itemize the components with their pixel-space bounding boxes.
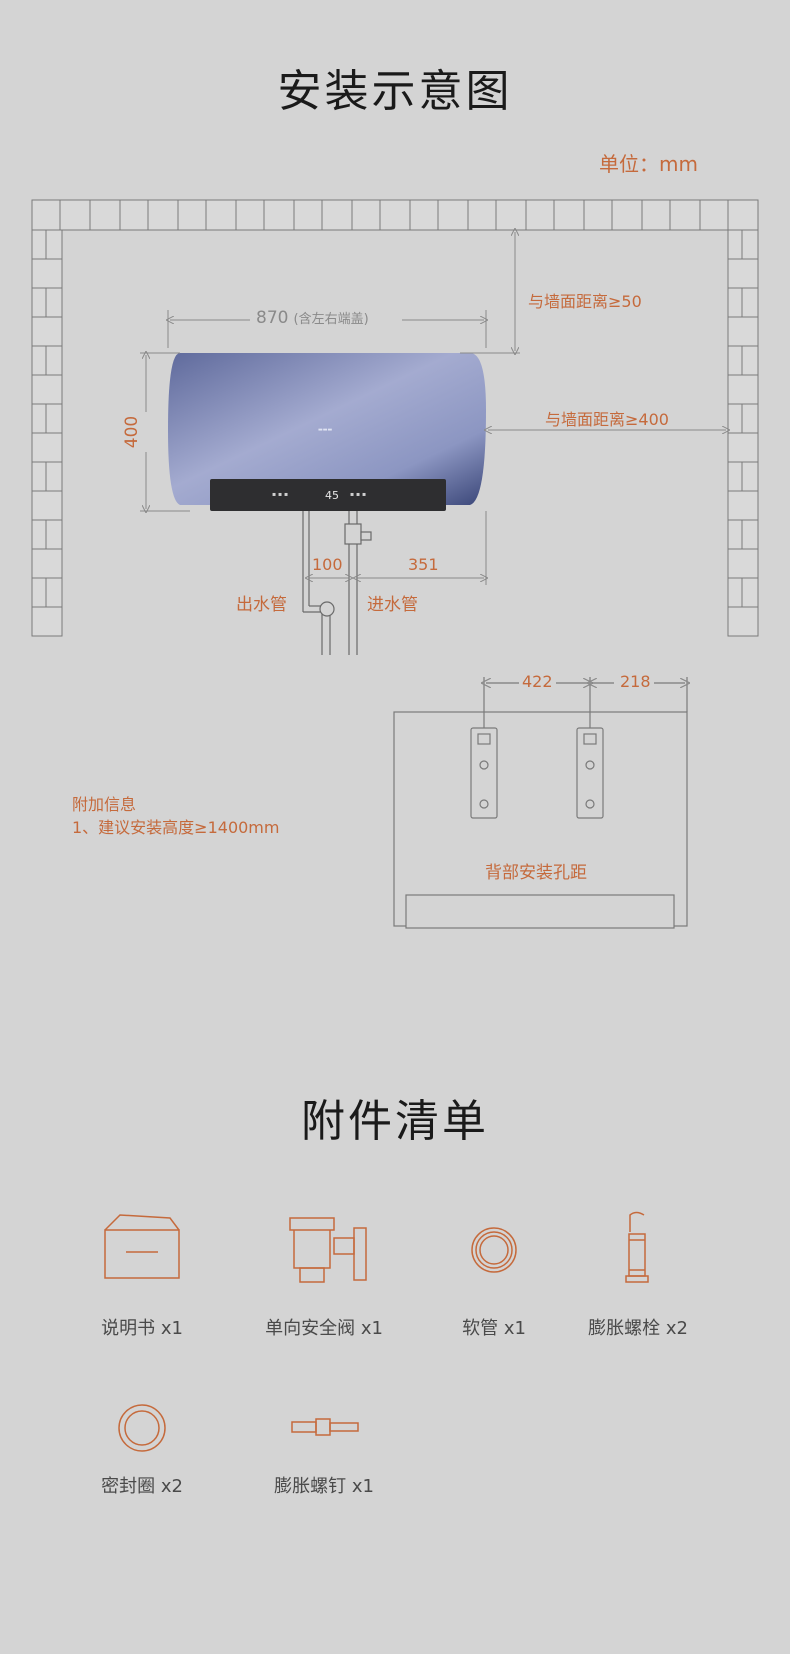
- expansion-bolt-icon: [625, 1211, 649, 1283]
- accessory-item-safety-valve: 单向安全阀 x1: [234, 1314, 414, 1340]
- pipes: [302, 511, 372, 655]
- hose-icon: [471, 1227, 517, 1273]
- dim-pipe-right-label: 351: [408, 555, 439, 574]
- accessory-item-expansion-bolt: 膨胀螺栓 x2: [548, 1314, 728, 1340]
- dim-width-value: 870: [256, 308, 289, 328]
- extra-info-heading: 附加信息: [72, 795, 137, 814]
- dim-pipe-gap-label: 100: [312, 555, 343, 574]
- svg-text:▬▬▬: ▬▬▬: [318, 427, 332, 433]
- manual-icon: [104, 1214, 180, 1279]
- accessory-label: 膨胀螺栓: [588, 1318, 661, 1339]
- accessory-qty: x2: [665, 1318, 688, 1339]
- svg-text:▪ ▪ ▪: ▪ ▪ ▪: [272, 491, 288, 498]
- accessory-qty: x1: [160, 1318, 183, 1339]
- back-holes-label: 背部安装孔距: [485, 863, 587, 883]
- outlet-pipe-label: 出水管: [236, 595, 287, 615]
- wall-right: [727, 229, 759, 637]
- accessory-label: 软管: [462, 1318, 499, 1339]
- expansion-screw-icon: [291, 1418, 359, 1436]
- unit-label: 单位：mm: [599, 152, 698, 176]
- back-mounting-plate: [393, 677, 687, 929]
- accessory-qty: x1: [503, 1318, 526, 1339]
- dim-wall-right-label: 与墙面距离≥400: [545, 410, 669, 429]
- dim-height-label: 400: [122, 415, 143, 449]
- dim-wall-top-label: 与墙面距离≥50: [528, 292, 642, 311]
- water-heater-tank: ▪ ▪ ▪ 45 ▪ ▪ ▪ ▬▬▬: [168, 353, 486, 511]
- accessory-label: 说明书: [101, 1318, 156, 1339]
- safety-valve-icon: [289, 1217, 367, 1283]
- install-diagram-title: 安装示意图: [277, 66, 513, 117]
- accessory-item-seal-ring: 密封圈 x2: [52, 1472, 232, 1498]
- accessory-item-hose: 软管 x1: [404, 1314, 584, 1340]
- control-panel: [210, 479, 446, 511]
- accessory-qty: x1: [360, 1318, 383, 1339]
- extra-info-line1: 1、建议安装高度≥1400mm: [72, 818, 280, 837]
- wall-left: [31, 229, 63, 637]
- seal-ring-icon: [118, 1404, 166, 1452]
- accessory-item-manual: 说明书 x1: [52, 1314, 232, 1340]
- inlet-pipe-label: 进水管: [367, 595, 418, 615]
- accessory-item-expansion-screw: 膨胀螺钉 x1: [234, 1472, 414, 1498]
- accessory-qty: x1: [351, 1476, 374, 1497]
- accessories-title: 附件清单: [301, 1096, 489, 1147]
- accessory-label: 膨胀螺钉: [274, 1476, 347, 1497]
- dim-width-note: (含左右端盖): [293, 312, 369, 327]
- accessory-label: 单向安全阀: [265, 1318, 356, 1339]
- panel-display: 45: [325, 489, 339, 502]
- hole-right-label: 218: [620, 672, 651, 691]
- wall-top: [31, 199, 759, 231]
- dim-width-label: 870 (含左右端盖): [256, 308, 369, 328]
- hole-left-label: 422: [522, 672, 553, 691]
- installation-diagram: ▪ ▪ ▪ 45 ▪ ▪ ▪ ▬▬▬: [31, 199, 759, 929]
- svg-text:▪ ▪ ▪: ▪ ▪ ▪: [350, 491, 366, 498]
- accessory-qty: x2: [160, 1476, 183, 1497]
- accessory-label: 密封圈: [101, 1476, 156, 1497]
